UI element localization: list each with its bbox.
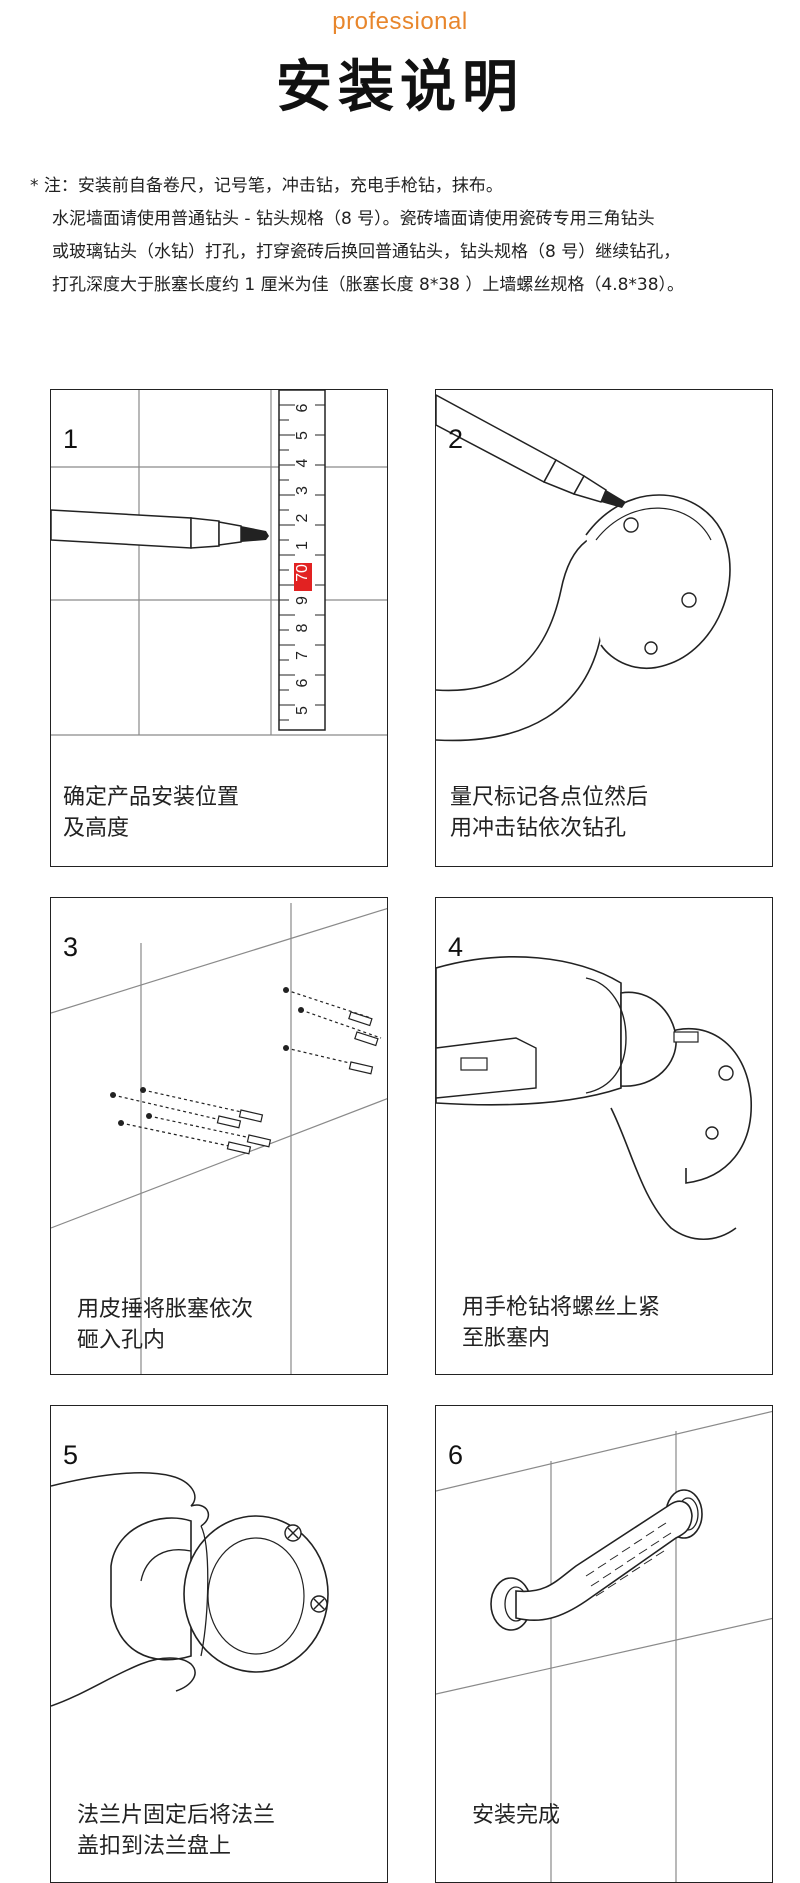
note-line-4: 打孔深度大于胀塞长度约 1 厘米为佳（胀塞长度 8*38 ）上墙螺丝规格（4.8… [52, 275, 685, 295]
step-caption: 安装完成 [472, 1800, 560, 1831]
tape-mark-label: 6 [294, 678, 311, 687]
tape-mark-label: 5 [294, 706, 311, 715]
hand-flange-cover-icon [51, 1472, 329, 1707]
caption-line-2: 用冲击钻依次钻孔 [450, 816, 627, 841]
step-2-panel: 2 量尺标记各点位然后 用冲击钻依次钻孔 [435, 389, 773, 867]
note-line-1: * 注：安装前自备卷尺，记号笔，冲击钻，充电手枪钻，抹布。 [30, 176, 503, 196]
grab-bar-installed-icon [436, 1410, 772, 1882]
step-number: 5 [63, 1440, 79, 1470]
caption-line-2: 盖扣到法兰盘上 [77, 1834, 232, 1859]
caption-line-1: 确定产品安装位置 [63, 785, 240, 810]
note-line-2: 水泥墙面请使用普通钻头 - 钻头规格（8 号）。瓷砖墙面请使用瓷砖专用三角钻头 [52, 209, 655, 229]
tape-highlight [294, 563, 312, 591]
step-3-panel: 3 用皮捶将胀塞依次 砸入孔内 [50, 897, 388, 1375]
tape-mark-label: 8 [294, 623, 311, 632]
caption-line-1: 用皮捶将胀塞依次 [77, 1297, 254, 1322]
tape-mark-label: 3 [294, 486, 311, 495]
wall-anchors-icon [51, 903, 387, 1374]
tape-mark-label: 5 [294, 431, 311, 440]
caption-line-1: 安装完成 [472, 1803, 561, 1828]
marker-pen-icon [51, 509, 269, 549]
caption-line-2: 砸入孔内 [77, 1328, 166, 1353]
step-number: 2 [448, 424, 464, 454]
note-line-3: 或玻璃钻头（水钻）打孔，打穿瓷砖后换回普通钻头，钻头规格（8 号）继续钻孔， [52, 242, 681, 262]
caption-line-1: 法兰片固定后将法兰 [77, 1803, 276, 1828]
tape-mark-label: 1 [294, 541, 311, 550]
caption-line-2: 及高度 [63, 816, 130, 841]
power-drill-icon [436, 956, 752, 1240]
caption-line-1: 用手枪钻将螺丝上紧 [462, 1295, 661, 1320]
marker-flange-icon [436, 394, 731, 742]
step-number: 4 [448, 932, 464, 962]
step-caption: 量尺标记各点位然后 用冲击钻依次钻孔 [450, 782, 648, 844]
tape-mark-label: 70 [294, 564, 311, 582]
step-4-panel: 4 用手枪钻将螺丝上紧 至胀塞内 [435, 897, 773, 1375]
step-number: 3 [63, 932, 79, 962]
caption-line-1: 量尺标记各点位然后 [450, 785, 649, 810]
page-title: 安装说明 [276, 55, 524, 120]
marker-pen-icon [436, 394, 626, 508]
tape-mark-label: 4 [294, 458, 311, 467]
tape-marks: 6 5 4 3 2 1 70 9 8 7 6 5 [294, 403, 312, 715]
marker-tape-measure-icon: 6 5 4 3 2 1 70 9 8 7 6 5 [51, 390, 387, 736]
header-subtitle: professional [332, 8, 468, 35]
step-1-panel: 6 5 4 3 2 1 70 9 8 7 6 5 1 确定产品安装位置 及高度 [50, 389, 388, 867]
step-caption: 法兰片固定后将法兰 盖扣到法兰盘上 [77, 1800, 275, 1862]
tape-mark-label: 7 [294, 651, 311, 660]
step-number: 6 [448, 1440, 464, 1470]
step-caption: 用皮捶将胀塞依次 砸入孔内 [77, 1294, 253, 1356]
step-number: 1 [63, 424, 79, 454]
installation-notes: * 注：安装前自备卷尺，记号笔，冲击钻，充电手枪钻，抹布。 水泥墙面请使用普通钻… [30, 170, 790, 302]
tape-mark-label: 9 [294, 596, 311, 605]
caption-line-2: 至胀塞内 [462, 1326, 551, 1351]
tape-mark-label: 2 [294, 513, 311, 522]
step-6-panel: 6 安装完成 [435, 1405, 773, 1883]
step-5-panel: 5 法兰片固定后将法兰 盖扣到法兰盘上 [50, 1405, 388, 1883]
step-caption: 确定产品安装位置 及高度 [63, 782, 239, 844]
step-caption: 用手枪钻将螺丝上紧 至胀塞内 [462, 1292, 660, 1354]
tape-mark-label: 6 [294, 403, 311, 412]
